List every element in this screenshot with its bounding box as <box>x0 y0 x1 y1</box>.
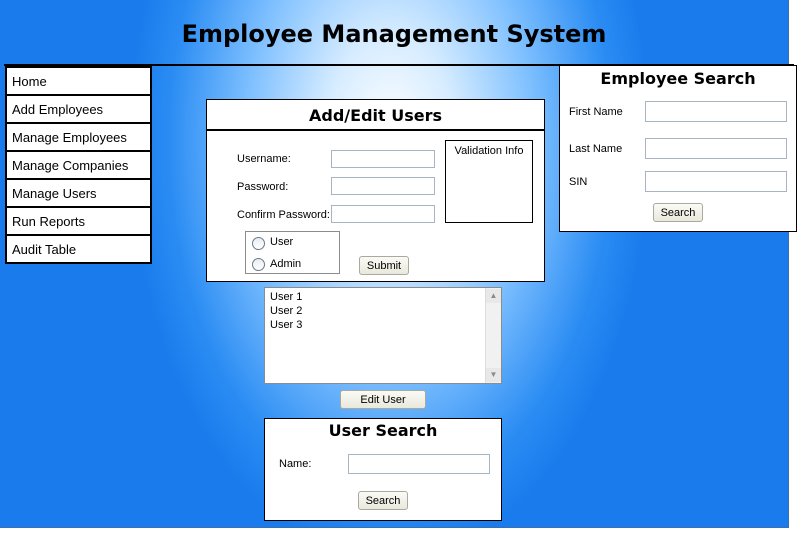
validation-info-label: Validation Info <box>454 145 524 157</box>
sidebar-nav: Home Add Employees Manage Employees Mana… <box>5 66 152 264</box>
add-edit-users-panel: Add/Edit Users Username: Password: Confi… <box>206 99 545 282</box>
employee-search-panel: Employee Search First Name Last Name SIN… <box>559 65 797 232</box>
radio-user-label: User <box>270 236 294 248</box>
submit-button[interactable]: Submit <box>359 256 409 275</box>
user-name-search-input[interactable] <box>348 454 490 474</box>
user-list[interactable]: User 1 User 2 User 3 ▲ ▼ <box>264 287 502 384</box>
radio-admin-label: Admin <box>270 258 302 270</box>
role-radio-group: User Admin <box>245 231 340 274</box>
edit-user-button[interactable]: Edit User <box>340 390 426 409</box>
user-search-panel: User Search Name: Search <box>264 418 502 521</box>
list-item[interactable]: User 2 <box>270 305 303 317</box>
nav-item-audit-table[interactable]: Audit Table <box>12 242 77 257</box>
nav-item-manage-users[interactable]: Manage Users <box>7 180 150 208</box>
scroll-up-icon[interactable]: ▲ <box>486 289 501 303</box>
nav-item-home[interactable]: Home <box>7 68 150 96</box>
header-divider <box>4 64 794 66</box>
confirm-password-label: Confirm Password: <box>237 209 330 221</box>
last-name-label: Last Name <box>569 143 623 155</box>
sin-input[interactable] <box>645 171 787 192</box>
first-name-label: First Name <box>569 106 623 118</box>
confirm-password-input[interactable] <box>331 205 435 223</box>
list-scrollbar[interactable]: ▲ ▼ <box>485 288 501 383</box>
validation-info-box: Validation Info <box>445 140 533 223</box>
radio-user[interactable] <box>252 237 265 250</box>
first-name-input[interactable] <box>645 101 787 122</box>
nav-item-manage-employees[interactable]: Manage Employees <box>7 124 150 152</box>
user-search-title: User Search <box>328 421 438 440</box>
list-item[interactable]: User 1 <box>270 291 303 303</box>
add-edit-users-title: Add/Edit Users <box>207 100 544 131</box>
nav-item-add-employees[interactable]: Add Employees <box>7 96 150 124</box>
username-input[interactable] <box>331 150 435 168</box>
list-item[interactable]: User 3 <box>270 319 303 331</box>
employee-search-title: Employee Search <box>600 69 756 88</box>
nav-item-manage-companies[interactable]: Manage Companies <box>7 152 150 180</box>
name-label: Name: <box>279 458 312 470</box>
password-label: Password: <box>237 181 289 193</box>
sin-label: SIN <box>569 176 588 188</box>
scroll-down-icon[interactable]: ▼ <box>486 368 501 382</box>
radio-admin[interactable] <box>252 258 265 271</box>
password-input[interactable] <box>331 177 435 195</box>
page-title: Employee Management System <box>181 20 607 48</box>
employee-search-button[interactable]: Search <box>653 203 703 222</box>
username-label: Username: <box>237 153 291 165</box>
last-name-input[interactable] <box>645 138 787 159</box>
user-search-button[interactable]: Search <box>358 491 408 510</box>
nav-item-run-reports[interactable]: Run Reports <box>7 208 150 236</box>
